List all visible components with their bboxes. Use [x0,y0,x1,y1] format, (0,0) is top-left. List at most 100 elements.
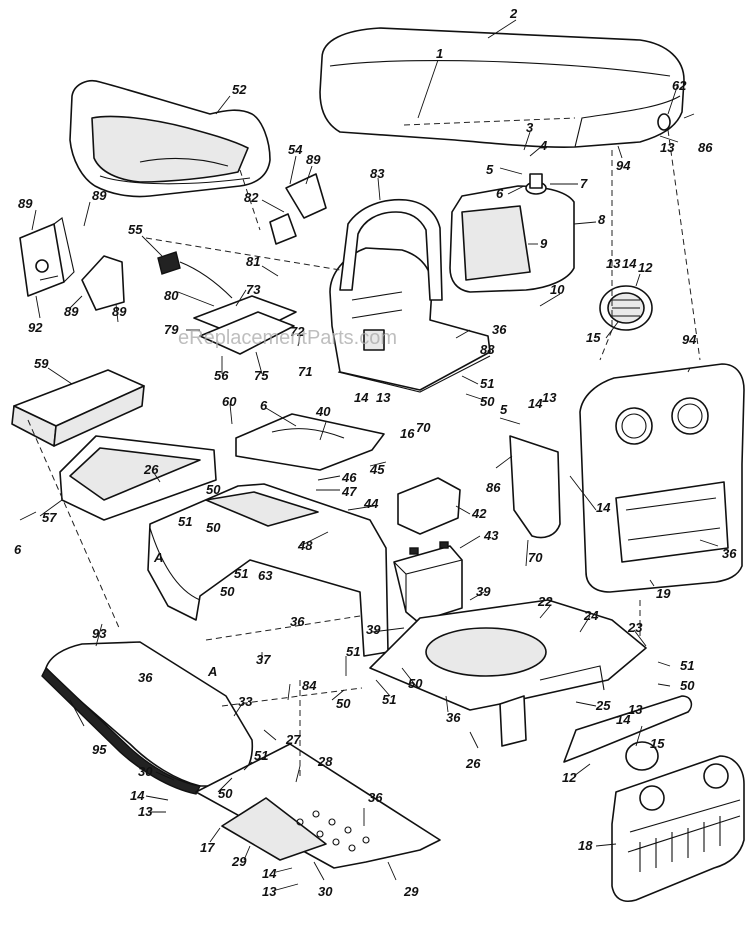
callout-16: 16 [400,426,415,441]
callout-38b: 36 [722,546,737,561]
callout-95: 95 [92,742,107,757]
callout-A2: A [207,664,217,679]
callout-28: 28 [317,754,333,769]
solenoid [397,477,461,535]
callout-33: 29 [231,854,247,869]
callout-89: 84 [302,678,317,693]
watermark: eReplacementParts.com [178,327,397,349]
battery [393,541,463,623]
callout-72c: 89 [92,188,107,203]
callout-13f: 13 [138,804,153,819]
callout-14f: 14 [262,866,277,881]
callout-57: 56 [214,368,229,383]
callout-30: 30 [318,884,333,899]
callout-52a: 51 [480,376,494,391]
callout-27: 27 [285,732,301,747]
callout-26a: 26 [143,462,159,477]
callout-75: 71 [298,364,312,379]
seat [69,80,271,198]
callout-81: 73 [246,282,261,297]
throttle-cable-clip [157,251,233,299]
callout-13c: 13 [376,390,391,405]
front-grille [611,755,745,902]
dash-panel [329,247,491,393]
callout-51f: 50 [408,676,423,691]
callout-14c: 14 [596,500,611,515]
callout-83: 80 [164,288,179,303]
callout-25: 25 [595,698,611,713]
callout-labels: 1 2 3 4 5 6 7 8 9 10 13 14 12 15 62 13 8… [14,6,737,899]
callout-8: 8 [598,212,606,227]
callout-45: 44 [363,496,379,511]
callout-63: 63 [258,568,273,583]
battery-box [59,435,217,521]
callout-3: 3 [526,120,534,135]
callout-37: 33 [238,694,253,709]
callout-18: 18 [578,838,593,853]
callout-51b: 50 [206,482,221,497]
callout-48: 47 [341,484,357,499]
callout-36: 30 [138,764,153,779]
callout-52c: 51 [234,566,248,581]
callout-26b: 26 [465,756,481,771]
callout-A1: A [153,550,163,565]
callout-71: 88 [480,342,495,357]
callout-22: 22 [537,594,553,609]
callout-13d: 13 [542,390,557,405]
callout-9: 9 [540,236,548,251]
callout-15b: 15 [650,736,665,751]
callout-52f: 51 [680,658,694,673]
callout-61: 60 [222,394,237,409]
callout-72b: 89 [18,196,33,211]
callout-38a: 36 [492,322,507,337]
leader-lines [19,19,719,891]
footrest [195,743,441,869]
callout-7: 7 [580,176,588,191]
fender-brace [509,435,561,539]
seat-mount-plate [235,413,385,471]
callout-62: 62 [672,78,687,93]
callout-69b: 86 [486,480,501,495]
callout-43b: 39 [366,622,381,637]
callout-38e: 36 [138,670,153,685]
callout-13e: 13 [628,702,643,717]
callout-6b: 6 [260,398,268,413]
callout-51e: 50 [336,696,351,711]
callout-51a: 50 [480,394,495,409]
callout-94: 94 [682,332,697,347]
callout-51c: 50 [206,520,221,535]
assembly-lines [27,129,701,780]
callout-38c: 36 [290,614,305,629]
callout-52g: 51 [254,748,268,763]
callout-5: 5 [486,162,494,177]
callout-12b: 12 [562,770,577,785]
callout-60: 59 [34,356,49,371]
callout-52e: 51 [382,692,396,707]
callout-14a: 14 [354,390,369,405]
callout-72e: 89 [112,304,127,319]
callout-69: 86 [698,140,713,155]
callout-39: 37 [256,652,271,667]
callout-19: 19 [656,586,671,601]
callout-73: 92 [28,320,43,335]
callout-40: 40 [315,404,331,419]
callout-14d: 14 [616,712,631,727]
fuel-tank [449,173,575,293]
callout-24: 24 [583,608,599,623]
callout-67: 70 [416,420,431,435]
main-frame [369,599,647,747]
callout-52b: 51 [178,514,192,529]
callout-29: 29 [403,884,419,899]
callout-38f: 36 [368,790,383,805]
callout-70: 70 [528,550,543,565]
switch-plate [193,295,297,355]
callout-1: 1 [436,46,443,61]
callout-79: 72 [290,324,305,339]
callout-92: 93 [92,626,107,641]
hood [319,27,685,148]
grille-housing [579,363,745,593]
callout-72d: 89 [64,304,79,319]
callout-59: 57 [42,510,57,525]
battery-tray [11,369,145,447]
